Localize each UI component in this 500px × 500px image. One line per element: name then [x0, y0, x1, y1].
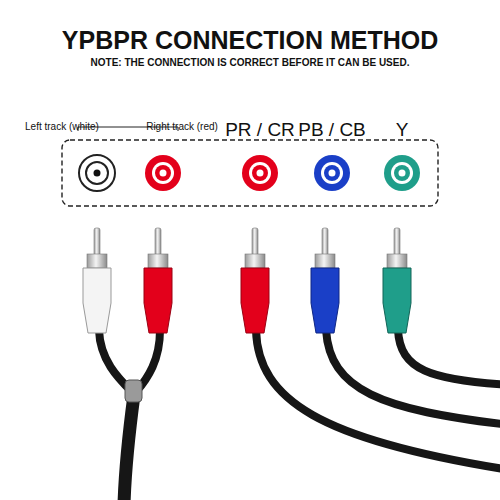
- channel-label: Right track (red): [146, 121, 218, 132]
- signal-label: Y: [396, 119, 409, 141]
- signal-label: PB / CB: [298, 119, 366, 141]
- signal-label: PR / CR: [225, 119, 295, 141]
- splitter-ring: [125, 380, 142, 402]
- plugs: [83, 228, 411, 333]
- cables: [99, 330, 500, 500]
- channel-label: Left track (white): [25, 121, 99, 132]
- jacks: [79, 155, 420, 191]
- note: NOTE: THE CONNECTION IS CORRECT BEFORE I…: [91, 57, 410, 68]
- title: YPBPR CONNECTION METHOD: [62, 26, 438, 55]
- jack-panel: [62, 140, 438, 206]
